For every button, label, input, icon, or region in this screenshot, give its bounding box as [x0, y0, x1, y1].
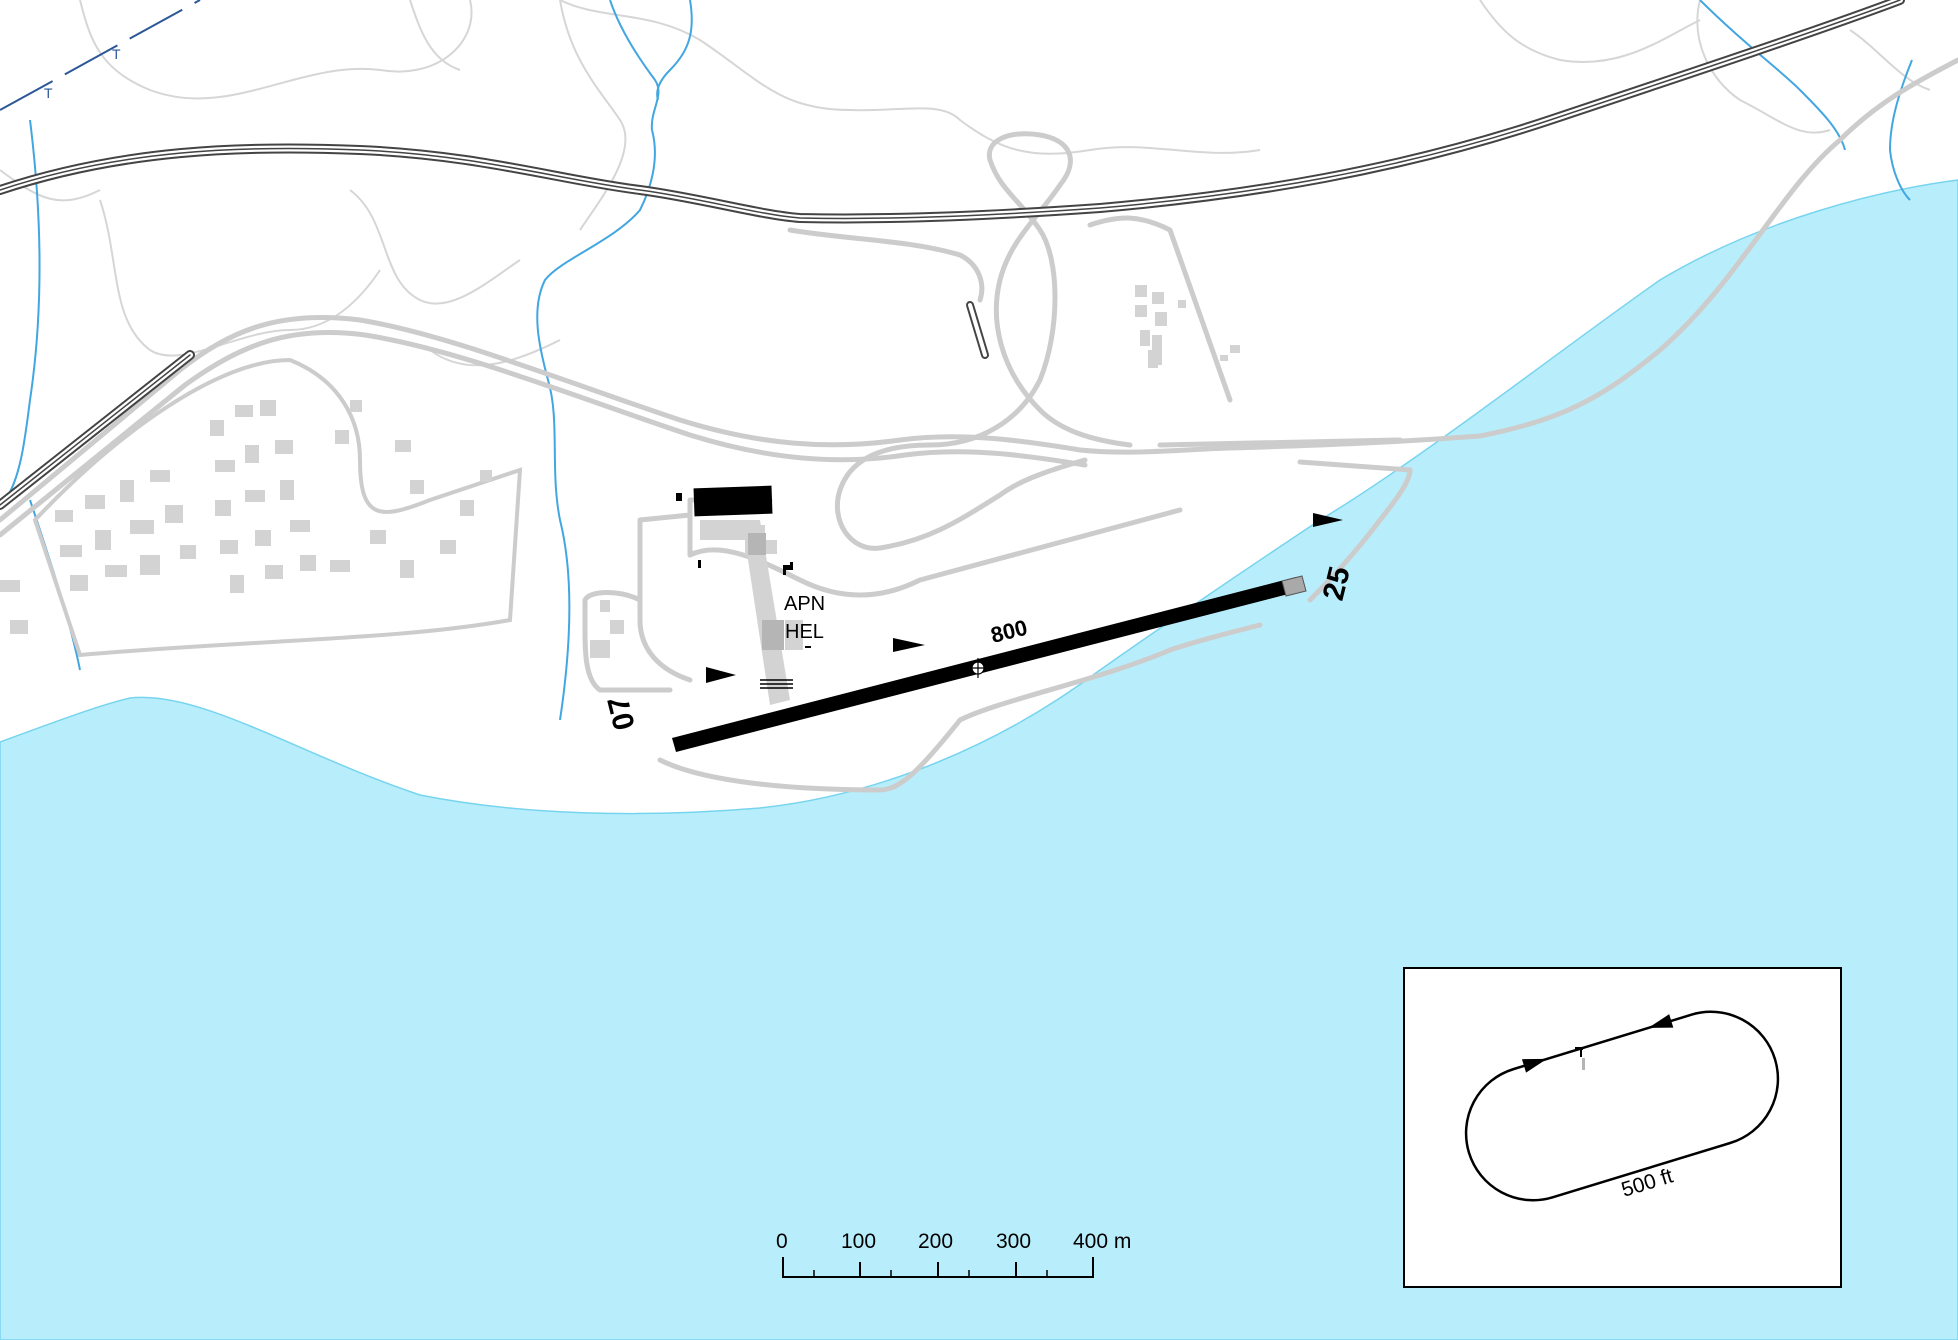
svg-text:T: T — [112, 46, 121, 62]
runway-midpoint-marker — [968, 658, 988, 678]
apron-area — [676, 485, 811, 705]
helipad-label: HEL — [785, 621, 824, 643]
scale-tick-300: 300 — [996, 1230, 1031, 1253]
landing-direction-arrows — [706, 513, 1343, 683]
arrow-marker-3 — [1313, 513, 1343, 527]
arrow-marker-1 — [706, 667, 736, 683]
residential-area — [32, 357, 523, 658]
scale-bar: 0 100 200 300 400 m — [776, 1230, 1131, 1278]
highway — [0, 0, 1905, 510]
inset-runway-mark — [1575, 1047, 1585, 1070]
inset-frame — [1403, 967, 1842, 1288]
roads — [0, 57, 1958, 793]
arrow-marker-2 — [893, 638, 925, 652]
scale-tick-100: 100 — [841, 1230, 876, 1253]
runway-blastpad-east — [1281, 575, 1307, 597]
pattern-arrow-right — [1648, 1014, 1674, 1028]
apron-label: APN — [784, 593, 825, 615]
scale-tick-0: 0 — [776, 1230, 788, 1253]
power-line: T T — [0, 0, 201, 111]
traffic-pattern-inset: 500 ft — [1403, 967, 1842, 1288]
runway-threshold-25-label: 25 — [1317, 563, 1357, 603]
pattern-arrow-left — [1521, 1058, 1547, 1073]
terrain-lines — [0, 0, 1931, 367]
apron-markings — [760, 679, 793, 689]
runway-length-label: 800 — [988, 615, 1030, 648]
scale-tick-400m: 400 m — [1073, 1230, 1131, 1253]
hangar-building — [693, 485, 773, 517]
svg-text:T: T — [44, 85, 53, 101]
runway-surface — [672, 577, 1300, 752]
runway-threshold-07-label: 07 — [602, 693, 642, 733]
traffic-pattern-circuit — [1464, 1010, 1780, 1202]
runway — [672, 575, 1307, 752]
scale-tick-200: 200 — [918, 1230, 953, 1253]
